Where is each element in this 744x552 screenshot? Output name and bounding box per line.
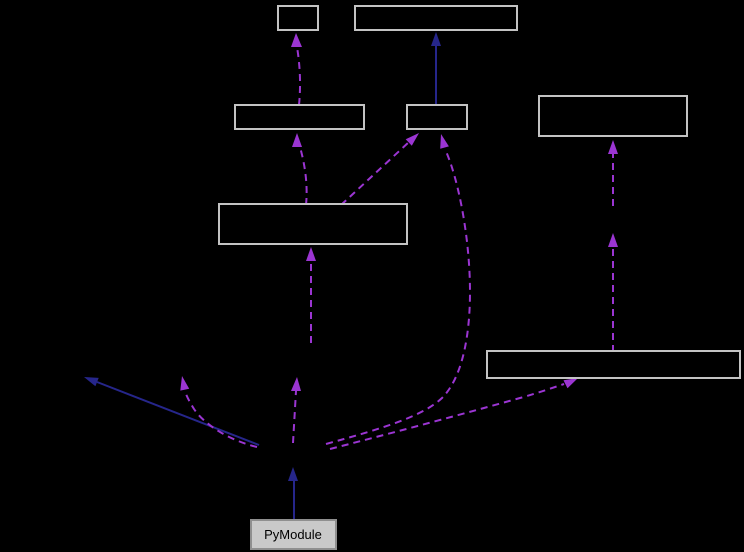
arrowhead-midleft [292, 133, 302, 147]
node-mid-small[interactable] [406, 104, 468, 130]
arrowhead-topright [431, 32, 441, 46]
arrowhead-righttall [608, 140, 618, 154]
node-top-right[interactable] [354, 5, 518, 31]
arrowhead-topleft [291, 33, 302, 47]
usage-edge-center-to-midsmall [340, 141, 410, 206]
usage-edge-midleft-to-topleft [296, 46, 302, 106]
arrowhead-midsmall-left [405, 133, 419, 146]
node-right-wide[interactable] [486, 350, 741, 379]
inheritance-edge-junction-to-upperleft [96, 381, 260, 446]
usage-edge-junction-to-rightwide [329, 383, 565, 450]
arrowhead-center [306, 247, 316, 261]
arrowhead-junction [288, 467, 298, 481]
node-right-tall[interactable] [538, 95, 688, 137]
arrowhead-left [180, 376, 190, 391]
pymodule-box [250, 519, 337, 550]
arrowhead-rightwide [563, 378, 578, 389]
usage-edge-center-to-midleft [299, 146, 308, 206]
arrowhead-center-lower [291, 377, 301, 391]
node-pymodule: PyModule [250, 519, 337, 550]
usage-edge-junction-up-lower [292, 390, 297, 444]
arrowhead-midsmall-right [440, 134, 449, 149]
node-center[interactable] [218, 203, 408, 245]
node-mid-left[interactable] [234, 104, 365, 130]
arrowhead-right-mid [608, 233, 618, 247]
arrowhead-upperleft [84, 377, 99, 387]
node-top-left[interactable] [277, 5, 319, 31]
usage-edge-junction-to-midsmall [325, 148, 472, 445]
pymodule-label: PyModule [264, 527, 322, 542]
usage-edge-junction-to-left [184, 390, 258, 448]
